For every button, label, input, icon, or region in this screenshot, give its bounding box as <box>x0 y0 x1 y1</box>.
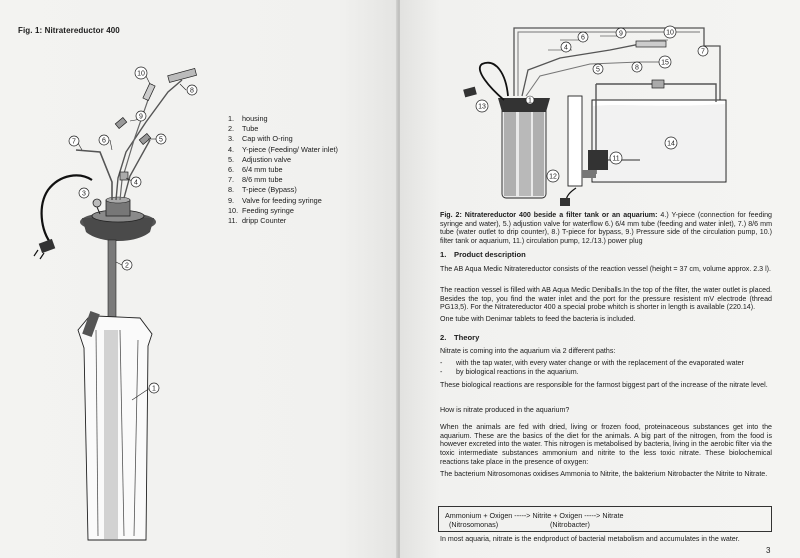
right-page: 4 6 9 10 7 5 8 15 <box>400 0 800 558</box>
legend-item: 10.Feeding syringe <box>228 205 294 215</box>
fig2-callout-13: 13 <box>475 99 489 113</box>
fig1-callout-3: 3 <box>78 187 90 199</box>
paragraph: How is nitrate produced in the aquarium? <box>440 406 570 414</box>
legend-item: 5.Adjustion valve <box>228 154 292 164</box>
svg-text:1: 1 <box>152 386 156 393</box>
fig2-callout-4: 4 <box>560 41 572 53</box>
fig2-caption-title: Fig. 2: Nitratereductor 400 beside a fil… <box>440 211 658 219</box>
svg-text:15: 15 <box>661 60 669 67</box>
fig2-caption: Fig. 2: Nitratereductor 400 beside a fil… <box>440 211 772 246</box>
svg-text:4: 4 <box>134 180 138 187</box>
svg-text:10: 10 <box>137 71 145 78</box>
page-number: 3 <box>766 546 771 555</box>
fig2-callout-12: 12 <box>546 169 560 183</box>
svg-text:13: 13 <box>478 104 486 111</box>
fig2-callout-9: 9 <box>615 27 627 39</box>
paragraph: The AB Aqua Medic Nitratereductor consis… <box>440 265 772 273</box>
svg-text:7: 7 <box>701 49 705 56</box>
fig1-illustration: 1 2 3 4 5 6 7 8 <box>33 66 198 541</box>
fig1-callout-2: 2 <box>121 259 133 271</box>
fig1-callout-6: 6 <box>98 134 110 146</box>
fig2-callout-6: 6 <box>577 31 589 43</box>
fig2-callout-5: 5 <box>592 63 604 75</box>
fig1-legend: 1.housing 2.Tube 3.Cap with O-ring 4.Y-p… <box>228 114 338 226</box>
svg-text:8: 8 <box>635 65 639 72</box>
fig1-title: Fig. 1: Nitratereductor 400 <box>18 26 120 35</box>
legend-item: 6.6/4 mm tube <box>228 165 283 175</box>
legend-item: 1.housing <box>228 114 268 123</box>
fig2-caption-body: 4.) Y-piece (connection for feeding syri… <box>440 211 772 246</box>
svg-text:6: 6 <box>102 138 106 145</box>
bullet-list: -with the tap water, with every water ch… <box>440 359 772 377</box>
svg-text:5: 5 <box>159 137 163 144</box>
list-item: -by biological reactions in the aquarium… <box>440 368 579 376</box>
svg-text:1: 1 <box>528 98 532 105</box>
paragraph: In most aquaria, nitrate is the endprodu… <box>440 535 740 543</box>
fig2-callout-15: 15 <box>658 55 672 69</box>
svg-text:3: 3 <box>82 191 86 198</box>
svg-text:7: 7 <box>72 139 76 146</box>
fig2-callout-1: 1 <box>525 95 535 105</box>
book-gutter <box>396 0 402 558</box>
svg-text:9: 9 <box>619 31 623 38</box>
fig2-callout-14: 14 <box>664 136 678 150</box>
paragraph: One tube with Denimar tablets to feed th… <box>440 315 636 323</box>
paragraph: When the animals are fed with dried, liv… <box>440 423 772 466</box>
svg-text:8: 8 <box>190 88 194 95</box>
paragraph: The bacterium Nitrosomonas oxidises Ammo… <box>440 470 768 478</box>
svg-text:11: 11 <box>612 156 619 163</box>
svg-text:10: 10 <box>666 30 674 37</box>
legend-item: 11.dripp Counter <box>228 216 287 226</box>
fig1-callout-7: 7 <box>68 135 80 147</box>
svg-text:6: 6 <box>581 35 585 42</box>
section-heading-product: 1.Product description <box>440 250 526 259</box>
svg-text:9: 9 <box>139 114 143 121</box>
paragraph: Nitrate is coming into the aquarium via … <box>440 347 616 355</box>
fig1-callout-9: 9 <box>135 110 147 122</box>
fig2-callout-7: 7 <box>697 45 709 57</box>
fig2-callout-11: 11 <box>609 151 623 165</box>
formula-line: Ammonium + Oxigen -----> Nitrite + Oxige… <box>445 511 624 520</box>
svg-text:2: 2 <box>125 263 129 270</box>
section-heading-theory: 2.Theory <box>440 333 480 342</box>
paragraph: The reaction vessel is filled with AB Aq… <box>440 286 772 312</box>
svg-text:12: 12 <box>549 174 557 181</box>
legend-item: 2.Tube <box>228 124 259 134</box>
fig1-callout-4: 4 <box>130 176 142 188</box>
svg-text:5: 5 <box>596 67 600 74</box>
fig1-callout-1: 1 <box>148 382 160 394</box>
svg-text:4: 4 <box>564 45 568 52</box>
fig2-illustration: 4 6 9 10 7 5 8 15 <box>463 25 727 206</box>
fig1-callout-5: 5 <box>155 133 167 145</box>
list-item: -with the tap water, with every water ch… <box>440 359 744 367</box>
legend-item: 9.Valve for feeding syringe <box>228 195 322 205</box>
fig2-callout-8: 8 <box>631 61 643 73</box>
formula-organisms: (Nitrosomonas)(Nitrobacter) <box>449 520 590 529</box>
legend-item: 4.Y-piece (Feeding/ Water inlet) <box>228 144 338 154</box>
fig1-callout-8: 8 <box>186 84 198 96</box>
legend-item: 8.T-piece (Bypass) <box>228 185 297 195</box>
fig1-callout-10: 10 <box>134 66 148 80</box>
legend-item: 3.Cap with O-ring <box>228 134 293 144</box>
svg-text:14: 14 <box>667 141 675 148</box>
paragraph: These biological reactions are responsib… <box>440 381 768 389</box>
reaction-formula-box: Ammonium + Oxigen -----> Nitrite + Oxige… <box>438 506 772 532</box>
legend-item: 7.8/6 mm tube <box>228 175 283 185</box>
left-page: Fig. 1: Nitratereductor 400 <box>0 0 398 558</box>
fig2-callout-10: 10 <box>663 25 677 39</box>
